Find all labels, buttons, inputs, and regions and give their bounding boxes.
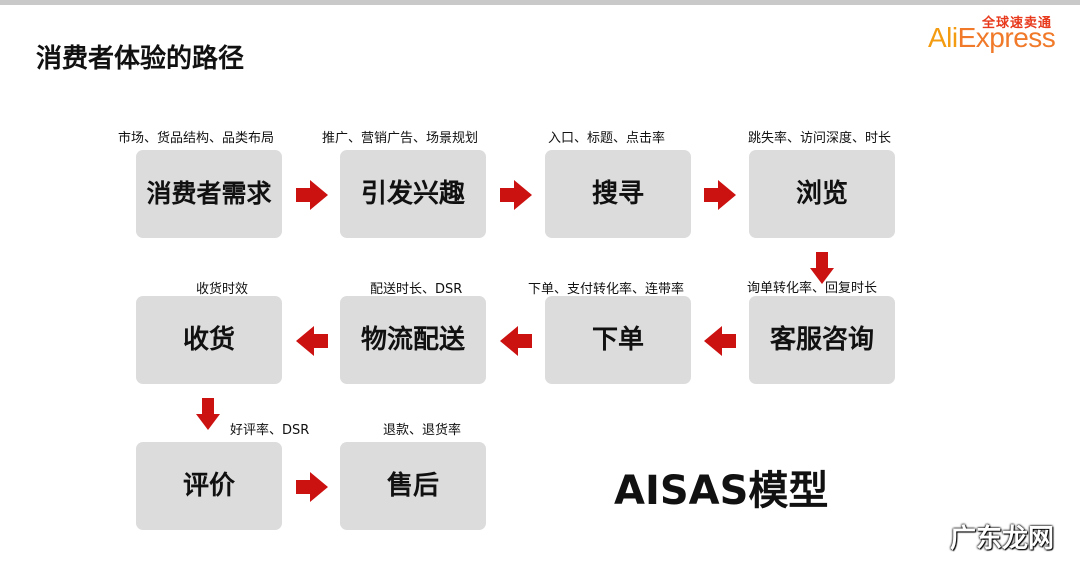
page-title: 消费者体验的路径 (36, 44, 245, 74)
step-review: 评价 (136, 442, 282, 530)
step-note-logistics: 配送时长、DSR (370, 282, 463, 297)
step-note-search: 入口、标题、点击率 (548, 131, 666, 146)
logo-ali: Ali (928, 22, 958, 53)
step-note-browse: 跳失率、访问深度、时长 (748, 131, 892, 146)
step-logistics: 物流配送 (340, 296, 486, 384)
step-note-after-sales: 退款、退货率 (383, 423, 462, 438)
step-consumer-demand: 消费者需求 (136, 150, 282, 238)
aliexpress-logo: 全球速卖通 AliExpress (928, 10, 1068, 56)
step-note-review: 好评率、DSR (230, 423, 310, 438)
top-border (0, 0, 1080, 5)
arrow-down-icon (196, 398, 220, 430)
arrow-right-icon (296, 472, 328, 502)
step-note-order: 下单、支付转化率、连带率 (528, 282, 685, 297)
arrow-left-icon (704, 326, 736, 356)
step-receive: 收货 (136, 296, 282, 384)
watermark: 广东龙网 (950, 524, 1055, 554)
step-after-sales: 售后 (340, 442, 486, 530)
step-note-customer-service: 询单转化率、回复时长 (747, 281, 878, 296)
arrow-right-icon (500, 180, 532, 210)
step-search: 搜寻 (545, 150, 691, 238)
step-order: 下单 (545, 296, 691, 384)
logo-english-text: AliExpress (928, 22, 1056, 54)
step-interest: 引发兴趣 (340, 150, 486, 238)
arrow-left-icon (296, 326, 328, 356)
logo-express: Express (957, 22, 1056, 53)
model-label: AISAS模型 (614, 468, 829, 514)
arrow-left-icon (500, 326, 532, 356)
step-note-interest: 推广、营销广告、场景规划 (322, 131, 479, 146)
step-note-demand: 市场、货品结构、品类布局 (118, 131, 275, 146)
arrow-down-icon (810, 252, 834, 284)
step-note-receive: 收货时效 (196, 282, 249, 297)
step-customer-service: 客服咨询 (749, 296, 895, 384)
arrow-right-icon (296, 180, 328, 210)
arrow-right-icon (704, 180, 736, 210)
logo-chinese-text: 全球速卖通 (981, 16, 1052, 31)
step-browse: 浏览 (749, 150, 895, 238)
